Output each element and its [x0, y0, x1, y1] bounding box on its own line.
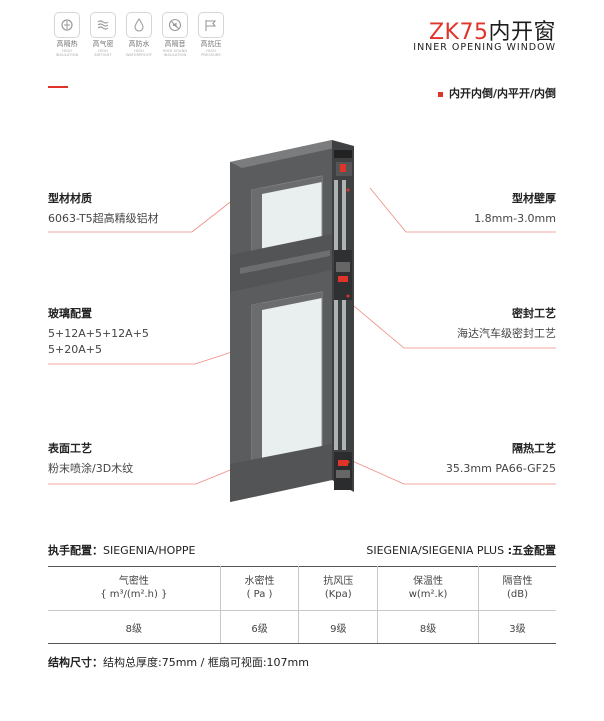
glass-bottom-pane	[251, 291, 323, 467]
opening-type: 内开内倒/内平开/内倒	[437, 85, 556, 101]
product-model: ZK75内开窗	[429, 14, 556, 46]
feature-label: 高气密	[92, 40, 114, 48]
header-watertightness: 水密性( Pa )	[219, 566, 299, 611]
feature-label: 高隔热	[56, 40, 78, 48]
feature-label: 高防水	[128, 40, 150, 48]
callout-surface	[48, 465, 241, 485]
handle-config: 执手配置：SIEGENIA/HOPPE	[48, 542, 196, 558]
seal-label: 密封工艺	[512, 307, 556, 320]
value-wind-pressure: 9级	[298, 610, 378, 644]
surface-label: 表面工艺	[48, 442, 92, 455]
callout-material	[48, 195, 239, 233]
thickness-value: 1.8mm-3.0mm	[474, 212, 556, 225]
model-prefix: ZK75	[428, 20, 489, 45]
wind-pressure-icon	[205, 20, 217, 31]
material-value: 6063-T5超高精级铝材	[48, 212, 159, 225]
feature-label-en: HIGH SOUND INSULATION	[162, 49, 188, 57]
handle-label: 执手配置：	[48, 544, 103, 557]
glass-value-1: 5+12A+5+12A+5	[48, 327, 149, 340]
airtight-icon	[97, 20, 109, 30]
feature-label: 高抗压	[200, 40, 222, 48]
surface-value: 粉末喷涂/3D木纹	[48, 462, 134, 475]
thermal-value: 35.3mm PA66-GF25	[445, 462, 556, 475]
feature-heat-insulation: 高隔热 HIGH INSULATION	[50, 12, 84, 57]
product-model-en: INNER OPENING WINDOW	[413, 42, 556, 53]
feature-sound-insulation: 高隔音 HIGH SOUND INSULATION	[158, 12, 192, 57]
feature-airtight: 高气密 HIGH AIRTIGHT	[86, 12, 120, 57]
table-bottom-rule	[48, 643, 556, 644]
table-row: 8级 6级 9级 8级 3级	[48, 610, 556, 644]
structure-size: 结构尺寸：结构总厚度:75mm / 框扇可视面:107mm	[48, 654, 309, 670]
feature-label-en: HIGH WATERPROOF	[126, 49, 152, 57]
feature-waterproof: 高防水 HIGH WATERPROOF	[122, 12, 156, 57]
material-label: 型材材质	[48, 192, 92, 205]
structure-value: 结构总厚度:75mm / 框扇可视面:107mm	[103, 656, 309, 669]
feature-label-en: HIGH INSULATION	[55, 49, 79, 57]
bullet-square-icon	[437, 91, 443, 97]
waterproof-icon	[134, 18, 144, 32]
handle-value: SIEGENIA/HOPPE	[103, 544, 196, 557]
model-suffix: 内开窗	[488, 20, 556, 45]
structure-label: 结构尺寸：	[48, 656, 103, 669]
thermal-label: 隔热工艺	[512, 442, 556, 455]
thickness-label: 型材壁厚	[512, 192, 556, 205]
callout-thickness	[369, 187, 556, 233]
feature-label: 高隔音	[164, 40, 186, 48]
callout-seal	[341, 295, 556, 349]
fittings-label: :五金配置	[507, 544, 556, 557]
accent-divider	[48, 86, 68, 88]
feature-wind-pressure: 高抗压 HIGH PRESSURE	[194, 12, 228, 57]
opening-type-text: 内开内倒/内平开/内倒	[448, 87, 556, 100]
value-airtightness: 8级	[125, 624, 143, 635]
feature-label-en: HIGH PRESSURE	[201, 49, 221, 57]
header-sound: 隔音性(dB)	[477, 566, 556, 611]
glass-value-2: 5+20A+5	[48, 343, 102, 356]
fittings-config: SIEGENIA/SIEGENIA PLUS :五金配置	[366, 542, 556, 558]
callout-thermal	[349, 459, 556, 485]
heat-insulation-icon	[61, 19, 73, 31]
value-watertightness: 6级	[219, 610, 299, 644]
sound-insulation-icon	[168, 18, 182, 32]
fittings-value: SIEGENIA/SIEGENIA PLUS	[366, 544, 508, 557]
header-airtightness: 气密性{ m³/(m².h) }	[48, 566, 221, 611]
header-wind-pressure: 抗风压(Kpa)	[298, 566, 378, 611]
feature-label-en: HIGH AIRTIGHT	[94, 49, 112, 57]
glass-label: 玻璃配置	[48, 307, 92, 320]
seal-value: 海达汽车级密封工艺	[457, 327, 556, 340]
value-insulation: 8级	[377, 610, 479, 644]
value-sound: 3级	[477, 610, 556, 644]
